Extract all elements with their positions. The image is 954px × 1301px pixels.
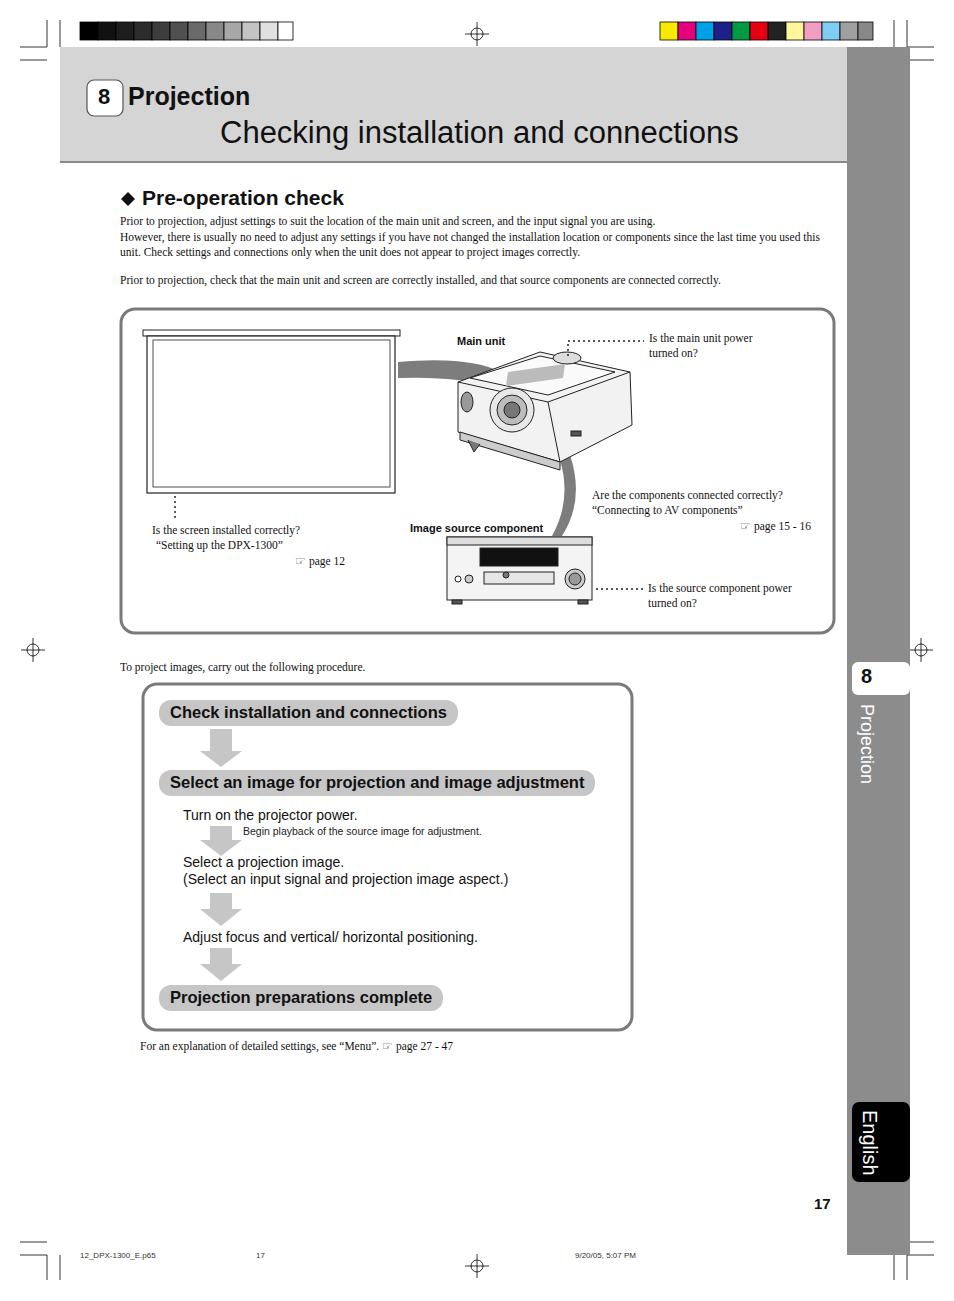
callout-text: “Setting up the DPX-1300” — [156, 538, 283, 553]
illustration-panel — [121, 309, 834, 633]
step-text: (Select an input signal and projection i… — [183, 871, 508, 888]
callout-text: Is the main unit power turned on? — [649, 331, 784, 361]
language-tab — [852, 1102, 910, 1182]
side-bar — [847, 47, 910, 1255]
step-text: Adjust focus and vertical/ horizontal po… — [183, 929, 478, 946]
page-reference: ☞ page 15 - 16 — [740, 519, 811, 534]
flow-panel — [143, 684, 632, 1030]
page-title: Checking installation and connections — [220, 115, 739, 151]
callout-text: Is the source component power turned on? — [648, 581, 816, 611]
step-arrows — [200, 826, 242, 981]
grey-bar — [80, 22, 293, 40]
chapter-number: 8 — [98, 84, 110, 110]
source-component-drawing — [447, 537, 592, 604]
chapter-tab — [852, 662, 910, 695]
chapter-tab-label: Projection — [856, 704, 877, 784]
box-text: Projection preparations complete — [170, 988, 432, 1006]
print-date: 9/20/05, 5:07 PM — [575, 1251, 636, 1260]
chapter-box — [87, 80, 123, 116]
page-number: 17 — [814, 1195, 831, 1212]
print-page: 17 — [256, 1251, 265, 1260]
box-text: Check installation and connections — [170, 703, 447, 721]
section-heading: Pre-operation check — [142, 186, 344, 210]
projector-drawing — [458, 352, 632, 470]
step-text: Select a projection image. — [183, 854, 344, 871]
chapter-heading: Projection — [128, 82, 250, 111]
callout-text: “Connecting to AV components” — [592, 503, 743, 518]
process-box: Check installation and connections — [159, 700, 458, 726]
body-text: Prior to projection, adjust settings to … — [120, 214, 655, 229]
crop-marks — [20, 20, 934, 1280]
body-text: To project images, carry out the followi… — [120, 660, 365, 675]
diamond-bullet — [121, 192, 135, 206]
leader-lines — [175, 341, 644, 589]
step-text: Turn on the projector power. — [183, 807, 358, 824]
reference-note: For an explanation of detailed settings,… — [140, 1039, 453, 1054]
step-note: Begin playback of the source image for a… — [243, 825, 482, 837]
registration-marks — [21, 22, 933, 1278]
part-label: Image source component — [410, 522, 543, 534]
file-name: 12_DPX-1300_E.p65 — [80, 1251, 156, 1260]
header-band — [60, 47, 847, 162]
callout-text: Is the screen installed correctly? — [152, 523, 300, 538]
process-box: Select an image for projection and image… — [159, 770, 595, 796]
body-text: Prior to projection, check that the main… — [120, 273, 721, 288]
screen-drawing — [143, 330, 400, 493]
process-box: Projection preparations complete — [159, 985, 443, 1011]
page-reference: ☞ page 12 — [295, 554, 345, 569]
box-text: Select an image for projection and image… — [170, 773, 584, 791]
body-text: However, there is usually no need to adj… — [120, 230, 826, 260]
callout-text: Are the components connected correctly? — [592, 488, 783, 503]
chapter-tab-number: 8 — [861, 665, 872, 688]
part-label: Main unit — [457, 335, 505, 347]
language-label: English — [858, 1110, 881, 1176]
color-bar — [660, 22, 873, 40]
flow-arrow — [200, 729, 242, 767]
